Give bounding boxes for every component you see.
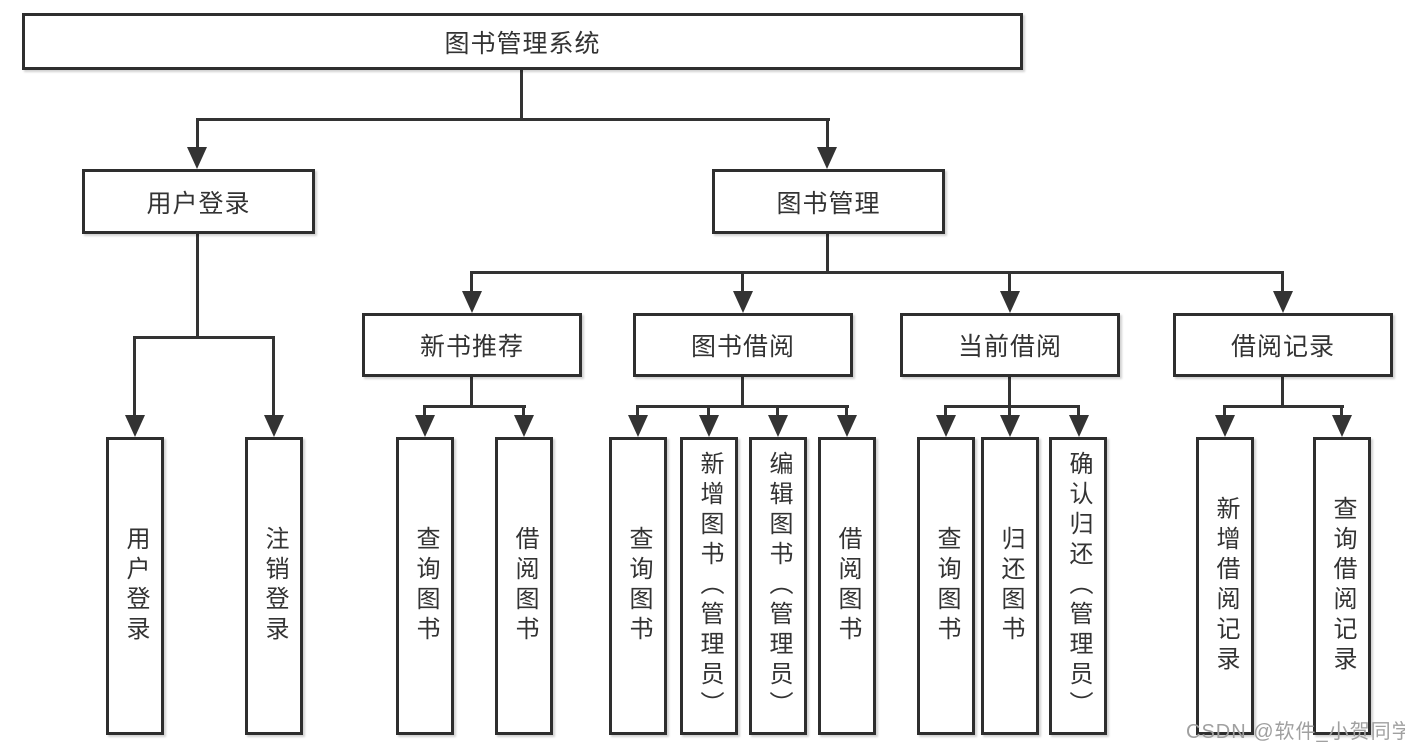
arrowhead [837, 415, 857, 437]
leaf-label: 查询借阅记录 [1329, 496, 1356, 676]
leaf-label: 新增图书（管理员） [696, 451, 723, 721]
leaf-add-borrow-record: 新增借阅记录 [1196, 437, 1254, 735]
connector-line [423, 405, 526, 408]
connector-line [944, 405, 947, 419]
node-book-management: 图书管理 [712, 169, 945, 234]
connector-line [1223, 405, 1344, 408]
node-user-login: 用户登录 [82, 169, 315, 234]
arrowhead [415, 415, 435, 437]
node-label: 图书管理 [776, 189, 881, 218]
connector-line [522, 405, 525, 419]
node-book-borrowing: 图书借阅 [633, 313, 853, 377]
connector-line [636, 405, 849, 408]
arrowhead [1069, 415, 1089, 437]
connector-line [196, 234, 199, 339]
node-label: 当前借阅 [957, 333, 1062, 361]
connector-line [1008, 405, 1011, 419]
node-label: 图书管理系统 [444, 29, 601, 58]
arrowhead [1215, 415, 1235, 437]
leaf-query-borrow-record: 查询借阅记录 [1313, 437, 1371, 735]
leaf-label: 借阅图书 [511, 526, 538, 646]
node-label: 用户登录 [146, 189, 251, 218]
leaf-add-books-admin: 新增图书（管理员） [680, 437, 738, 735]
arrowhead [1332, 415, 1352, 437]
connector-line [741, 271, 744, 293]
connector-line [470, 271, 473, 293]
arrowhead [768, 415, 788, 437]
connector-line [1281, 377, 1284, 408]
node-library-system: 图书管理系统 [22, 13, 1023, 70]
leaf-label: 编辑图书（管理员） [765, 451, 792, 721]
leaf-label: 归还图书 [997, 526, 1024, 646]
watermark-text: CSDN @软件_小贺同学 [1186, 721, 1405, 743]
connector-line [707, 405, 710, 419]
connector-line [826, 118, 829, 150]
connector-line [944, 405, 1080, 408]
connector-line [1077, 405, 1080, 419]
node-label: 图书借阅 [690, 333, 795, 361]
leaf-label: 新增借阅记录 [1212, 496, 1239, 676]
leaf-return-books: 归还图书 [981, 437, 1039, 735]
arrowhead [733, 291, 753, 313]
connector-line [133, 336, 275, 339]
arrowhead [628, 415, 648, 437]
connector-line [741, 377, 744, 408]
connector-line [826, 234, 829, 274]
arrowhead [699, 415, 719, 437]
node-current-borrowing: 当前借阅 [900, 313, 1120, 377]
connector-line [133, 336, 136, 417]
arrowhead [264, 415, 284, 437]
connector-line [1340, 405, 1343, 419]
leaf-label: 查询图书 [933, 526, 960, 646]
arrowhead [462, 291, 482, 313]
arrowhead [1000, 415, 1020, 437]
node-new-book-recommend: 新书推荐 [362, 313, 582, 377]
connector-line [423, 405, 426, 419]
connector-line [1008, 377, 1011, 408]
leaf-confirm-return-admin: 确认归还（管理员） [1049, 437, 1107, 735]
connector-line [845, 405, 848, 419]
leaf-label: 用户登录 [122, 526, 149, 646]
leaf-label: 注销登录 [261, 526, 288, 646]
node-borrowing-records: 借阅记录 [1173, 313, 1393, 377]
connector-line [470, 271, 1284, 274]
connector-line [520, 69, 523, 121]
leaf-logout: 注销登录 [245, 437, 303, 735]
node-label: 借阅记录 [1230, 333, 1335, 361]
leaf-edit-books-admin: 编辑图书（管理员） [749, 437, 807, 735]
connector-line [196, 118, 830, 121]
leaf-query-books-current: 查询图书 [917, 437, 975, 735]
node-label: 新书推荐 [419, 333, 524, 361]
leaf-borrow-books-borrowing: 借阅图书 [818, 437, 876, 735]
connector-line [272, 336, 275, 417]
leaf-query-books-recommend: 查询图书 [396, 437, 454, 735]
leaf-query-books-borrowing: 查询图书 [609, 437, 667, 735]
connector-line [1281, 271, 1284, 293]
arrowhead [125, 415, 145, 437]
connector-line [1008, 271, 1011, 293]
leaf-label: 借阅图书 [834, 526, 861, 646]
arrowhead [1000, 291, 1020, 313]
arrowhead [936, 415, 956, 437]
connector-line [1223, 405, 1226, 419]
leaf-label: 查询图书 [625, 526, 652, 646]
arrowhead [1273, 291, 1293, 313]
arrowhead [514, 415, 534, 437]
arrowhead [187, 147, 207, 169]
leaf-label: 确认归还（管理员） [1065, 451, 1092, 721]
connector-line [636, 405, 639, 419]
leaf-label: 查询图书 [412, 526, 439, 646]
connector-line [196, 118, 199, 150]
connector-line [470, 376, 473, 408]
connector-line [776, 405, 779, 419]
leaf-user-login: 用户登录 [106, 437, 164, 735]
arrowhead [817, 147, 837, 169]
leaf-borrow-books-recommend: 借阅图书 [495, 437, 553, 735]
